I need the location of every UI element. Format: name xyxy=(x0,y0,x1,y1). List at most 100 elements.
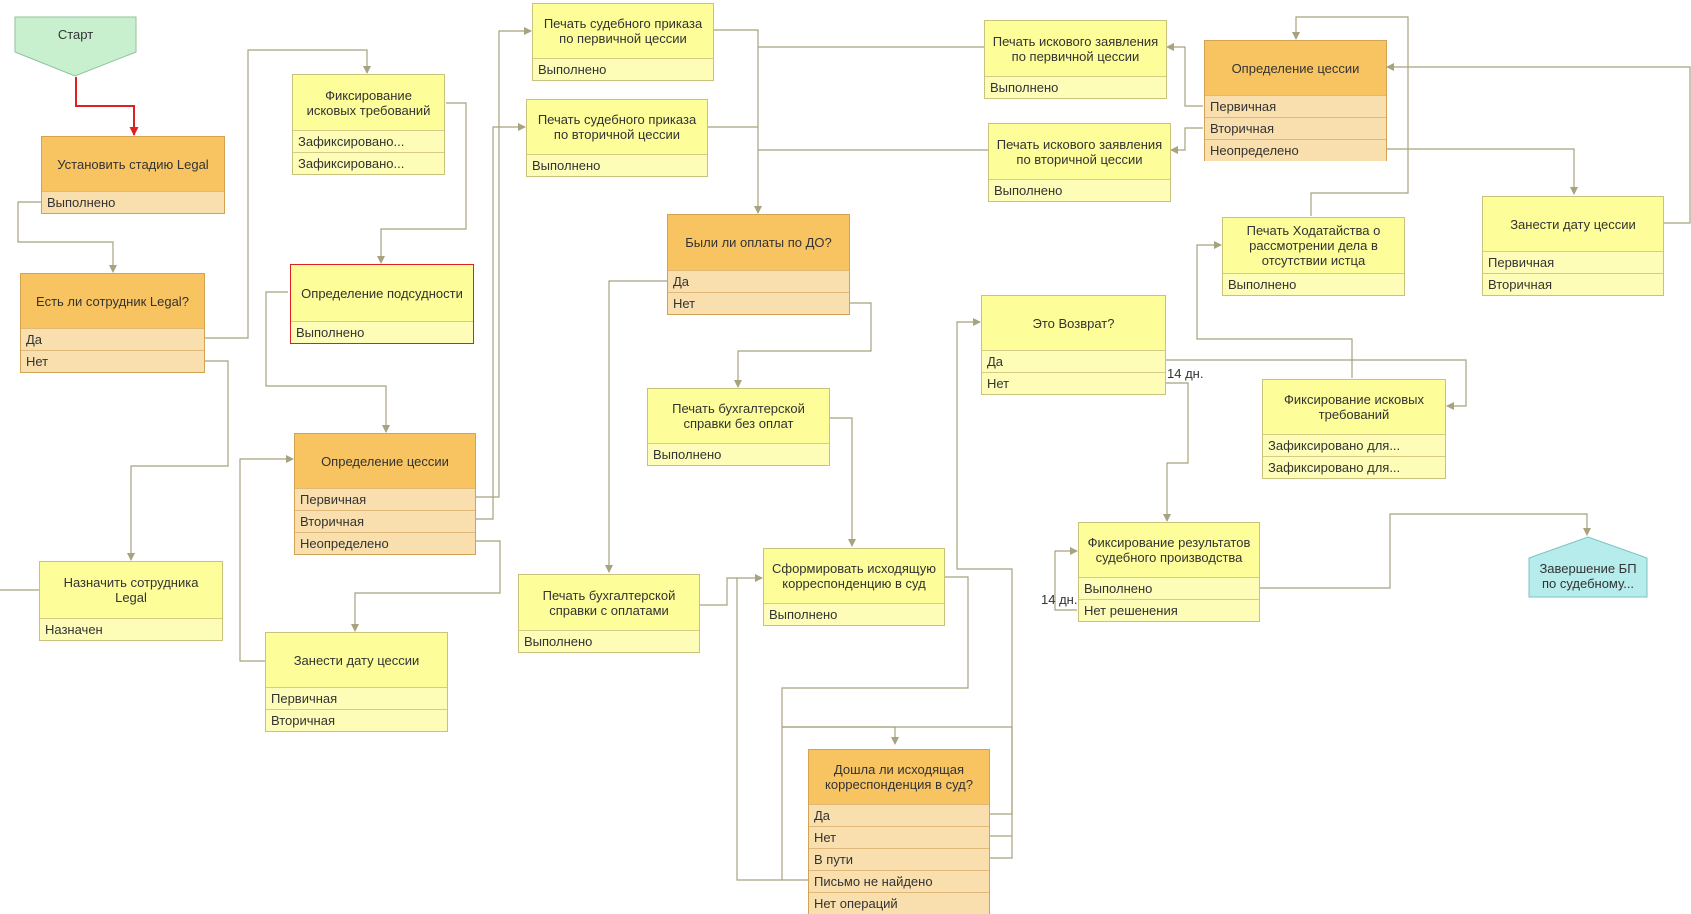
outcome-done[interactable]: Выполнено xyxy=(1079,577,1259,599)
node-payments-do[interactable]: Были ли оплаты по ДО? Да Нет xyxy=(667,214,850,315)
link-cession2-claim-primary xyxy=(1166,43,1203,107)
node-cert-no-pay[interactable]: Печать бухгалтерской справки без оплат В… xyxy=(647,388,830,466)
link-cert-nopay-form-corr xyxy=(829,417,856,547)
outcome-yes[interactable]: Да xyxy=(21,328,204,350)
link-petition-cession xyxy=(1292,16,1409,216)
node-assign-legal[interactable]: Назначить сотрудника Legal Назначен xyxy=(39,561,223,641)
node-form-corr[interactable]: Сформировать исходящую корреспонденцию в… xyxy=(763,548,945,626)
node-cert-with-pay[interactable]: Печать бухгалтерской справки с оплатами … xyxy=(518,574,700,653)
outcome-yes[interactable]: Да xyxy=(668,270,849,292)
link-is-return-fix-claims xyxy=(1165,359,1467,410)
node-title: Были ли оплаты по ДО? xyxy=(685,235,832,250)
outcome-undefined[interactable]: Неопределено xyxy=(295,532,475,554)
outcome-in-transit[interactable]: В пути xyxy=(809,848,989,870)
outcome-assigned[interactable]: Назначен xyxy=(40,618,222,640)
node-fix-claims-1[interactable]: Фиксирование исковых требований Зафиксир… xyxy=(292,74,445,175)
node-title: Фиксирование результатов судебного произ… xyxy=(1087,535,1251,565)
node-cession-def-1[interactable]: Определение цессии Первичная Вторичная Н… xyxy=(294,433,476,555)
outcome-not-found[interactable]: Письмо не найдено xyxy=(809,870,989,892)
outcome-no-operations[interactable]: Нет операций xyxy=(809,892,989,914)
link-set-legal-has-legal xyxy=(17,201,117,273)
node-cession-date-2[interactable]: Занести дату цессии Первичная Вторичная xyxy=(1482,196,1664,296)
node-title: Это Возврат? xyxy=(1032,315,1115,331)
node-title: Печать судебного приказа по первичной це… xyxy=(543,16,703,46)
outcome-primary[interactable]: Первичная xyxy=(1205,95,1386,117)
node-fix-claims-2[interactable]: Фиксирование исковых требований Зафиксир… xyxy=(1262,379,1446,479)
node-title: Определение цессии xyxy=(321,453,449,469)
outcome-done[interactable]: Выполнено xyxy=(648,443,829,465)
node-jurisdiction[interactable]: Определение подсудности Выполнено xyxy=(290,264,474,344)
outcome-primary[interactable]: Первичная xyxy=(266,687,447,709)
node-is-return[interactable]: Это Возврат? Да Нет xyxy=(981,295,1166,395)
outcome-fixed-1[interactable]: Зафиксировано для... xyxy=(1263,434,1445,456)
outcome-done[interactable]: Выполнено xyxy=(527,154,707,176)
outcome-primary[interactable]: Первичная xyxy=(295,488,475,510)
node-claim-primary[interactable]: Печать искового заявления по первичной ц… xyxy=(984,20,1167,99)
node-order-secondary[interactable]: Печать судебного приказа по вторичной це… xyxy=(526,99,708,177)
node-title: Сформировать исходящую корреспонденцию в… xyxy=(771,561,937,591)
link-payments-cert-pay xyxy=(605,280,667,573)
link-cession-order-primary xyxy=(475,27,532,498)
node-claim-secondary[interactable]: Печать искового заявления по вторичной ц… xyxy=(988,123,1171,202)
outcome-secondary[interactable]: Вторичная xyxy=(295,510,475,532)
link-cession-date-loop xyxy=(239,455,294,662)
link-arrived-yes-up xyxy=(956,318,1013,727)
node-cession-date-1[interactable]: Занести дату цессии Первичная Вторичная xyxy=(265,632,448,732)
end-node[interactable]: Завершение БП по судебному... xyxy=(1528,536,1648,598)
start-shape xyxy=(14,16,137,77)
link-arrived-transit xyxy=(988,727,1013,859)
outcome-primary[interactable]: Первичная xyxy=(1483,251,1663,273)
link-has-legal-assign xyxy=(127,360,229,561)
node-corr-arrived[interactable]: Дошла ли исходящая корреспонденция в суд… xyxy=(808,749,990,914)
outcome-yes[interactable]: Да xyxy=(809,804,989,826)
outcome-done[interactable]: Выполнено xyxy=(42,191,224,213)
outcome-no[interactable]: Нет xyxy=(809,826,989,848)
outcome-done[interactable]: Выполнено xyxy=(533,58,713,80)
node-title: Определение цессии xyxy=(1231,60,1360,76)
node-title: Установить стадию Legal xyxy=(57,156,209,172)
link-court-timer xyxy=(1054,547,1078,611)
outcome-fixed-2[interactable]: Зафиксировано... xyxy=(293,152,444,174)
node-court-results[interactable]: Фиксирование результатов судебного произ… xyxy=(1078,522,1260,622)
outcome-no-decision[interactable]: Нет решенения xyxy=(1079,599,1259,621)
link-cession2-claim-secondary xyxy=(1170,127,1203,154)
link-start-set-legal xyxy=(75,77,139,136)
node-title: Печать бухгалтерской справки без оплат xyxy=(672,401,805,431)
outcome-secondary[interactable]: Вторичная xyxy=(1205,117,1386,139)
node-title: Печать Ходатайства о рассмотрении дела в… xyxy=(1246,223,1381,268)
node-title: Занести дату цессии xyxy=(293,652,420,668)
outcome-no[interactable]: Нет xyxy=(668,292,849,314)
timer-label: 14 дн. xyxy=(1041,592,1078,607)
node-title: Фиксирование исковых требований xyxy=(1283,392,1425,422)
outcome-done[interactable]: Выполнено xyxy=(989,179,1170,201)
outcome-fixed-2[interactable]: Зафиксировано для... xyxy=(1263,456,1445,478)
outcome-no[interactable]: Нет xyxy=(21,350,204,372)
node-cession-def-2[interactable]: Определение цессии Первичная Вторичная Н… xyxy=(1204,40,1387,161)
link-jurisdiction-cession xyxy=(265,291,390,433)
node-has-legal[interactable]: Есть ли сотрудник Legal? Да Нет xyxy=(20,273,205,373)
outcome-yes[interactable]: Да xyxy=(982,350,1165,372)
outcome-done[interactable]: Выполнено xyxy=(1223,273,1404,295)
outcome-undefined[interactable]: Неопределено xyxy=(1205,139,1386,161)
link-cession-date2-loop xyxy=(1386,63,1691,224)
node-title: Определение подсудности xyxy=(301,285,463,301)
outcome-done[interactable]: Выполнено xyxy=(764,603,944,625)
outcome-no[interactable]: Нет xyxy=(982,372,1165,394)
link-fix-claims-petition xyxy=(1196,241,1353,378)
outcome-fixed-1[interactable]: Зафиксировано... xyxy=(293,130,444,152)
outcome-done[interactable]: Выполнено xyxy=(291,321,473,343)
outcome-secondary[interactable]: Вторичная xyxy=(266,709,447,731)
link-cert-pay-form-corr xyxy=(699,574,763,606)
end-label-line1: Завершение БП xyxy=(1539,561,1637,576)
node-set-legal[interactable]: Установить стадию Legal Выполнено xyxy=(41,136,225,214)
outcome-done[interactable]: Выполнено xyxy=(519,630,699,652)
node-petition[interactable]: Печать Ходатайства о рассмотрении дела в… xyxy=(1222,217,1405,296)
link-has-legal-fix-claims xyxy=(204,49,371,339)
start-node[interactable]: Старт xyxy=(14,16,137,77)
end-shape xyxy=(1528,536,1648,598)
link-arrived-notfound xyxy=(736,578,808,881)
link-form-corr-arrived-2 xyxy=(782,726,899,745)
node-order-primary[interactable]: Печать судебного приказа по первичной це… xyxy=(532,3,714,81)
outcome-done[interactable]: Выполнено xyxy=(985,76,1166,98)
outcome-secondary[interactable]: Вторичная xyxy=(1483,273,1663,295)
